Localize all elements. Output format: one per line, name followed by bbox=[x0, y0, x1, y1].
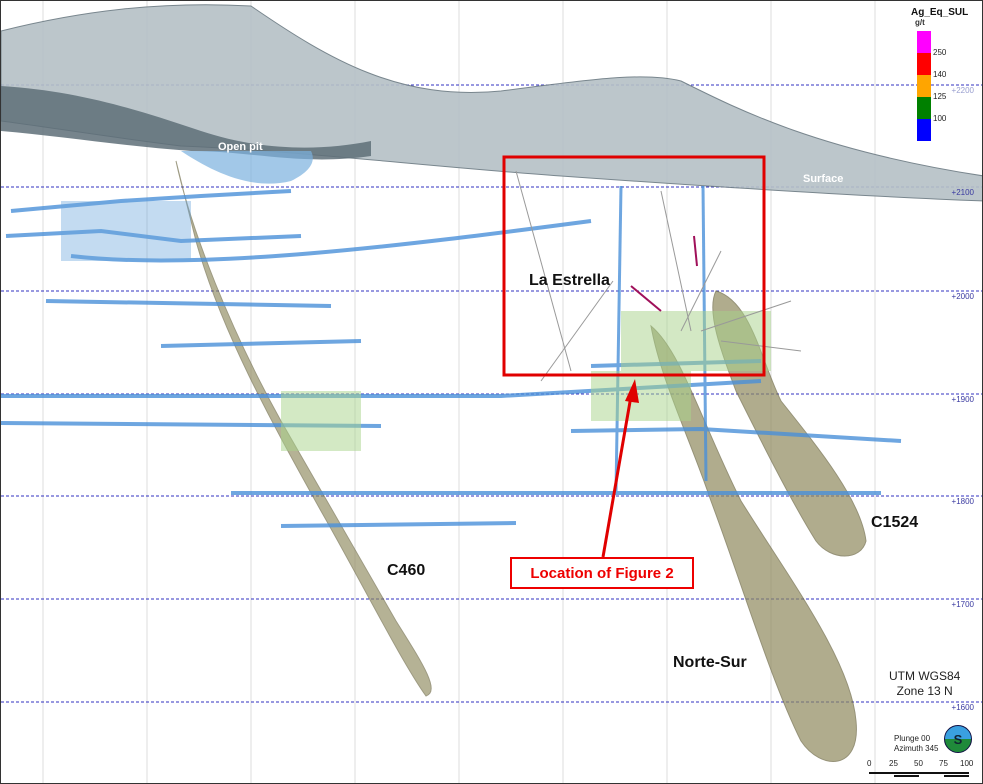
elevation-label: +1700 bbox=[951, 600, 974, 609]
underground-workings bbox=[1, 185, 902, 528]
scale-bar bbox=[869, 772, 969, 777]
la-estrella-label: La Estrella bbox=[529, 272, 610, 289]
legend-title: Ag_Eq_SUL bbox=[911, 7, 969, 18]
scale-tick-label: 75 bbox=[939, 759, 948, 768]
open-pit-body bbox=[181, 151, 313, 184]
surface-label: Surface bbox=[803, 173, 844, 185]
open-pit-shell bbox=[1, 86, 371, 160]
legend-label: 125 bbox=[933, 92, 947, 101]
elevation-label: +2000 bbox=[951, 292, 974, 301]
projection-line2: Zone 13 N bbox=[896, 684, 953, 698]
scale-tick-label: 100 bbox=[960, 759, 974, 768]
figure-2-box bbox=[502, 155, 766, 377]
open-pit-label: Open pit bbox=[218, 141, 263, 153]
legend-label: 100 bbox=[933, 114, 947, 123]
legend-label: 140 bbox=[933, 70, 947, 79]
callout-arrow bbox=[601, 379, 639, 558]
legend-swatch bbox=[917, 53, 931, 75]
grade-legend: Ag_Eq_SUL g/t 250 140 125 100 bbox=[911, 7, 981, 143]
view-orientation: Plunge 00 Azimuth 345 bbox=[894, 734, 938, 754]
projection-line1: UTM WGS84 bbox=[889, 669, 961, 683]
drill-holes bbox=[515, 170, 802, 382]
figure-2-callout: Location of Figure 2 bbox=[510, 557, 694, 589]
azimuth-label: Azimuth 345 bbox=[894, 744, 939, 753]
scale-tick-label: 25 bbox=[889, 759, 898, 768]
norte-sur-label: Norte-Sur bbox=[673, 654, 747, 671]
c460-label: C460 bbox=[387, 562, 426, 579]
legend-swatch bbox=[917, 75, 931, 97]
elevation-label: +1900 bbox=[951, 395, 974, 404]
mineralized-zones bbox=[281, 311, 771, 451]
vein-c460 bbox=[175, 160, 432, 697]
scale-tick-label: 50 bbox=[914, 759, 923, 768]
legend-unit: g/t bbox=[915, 18, 925, 27]
elevation-label: +1800 bbox=[951, 497, 974, 506]
legend-swatch bbox=[917, 119, 931, 141]
elevation-label: +1600 bbox=[951, 703, 974, 712]
scale-tick-label: 0 bbox=[867, 759, 872, 768]
topography-surface bbox=[1, 4, 982, 202]
legend-swatch bbox=[917, 31, 931, 53]
compass-icon: S bbox=[944, 725, 972, 753]
legend-label: 250 bbox=[933, 48, 947, 57]
elevation-label: +2200 bbox=[951, 86, 974, 95]
plunge-label: Plunge 00 bbox=[894, 734, 931, 743]
vein-norte-sur bbox=[650, 324, 857, 762]
projection-label: UTM WGS84 Zone 13 N bbox=[889, 669, 960, 699]
drill-intercepts bbox=[630, 235, 698, 312]
c1524-label: C1524 bbox=[871, 514, 919, 531]
legend-swatch bbox=[917, 97, 931, 119]
elevation-label: +2100 bbox=[951, 188, 974, 197]
